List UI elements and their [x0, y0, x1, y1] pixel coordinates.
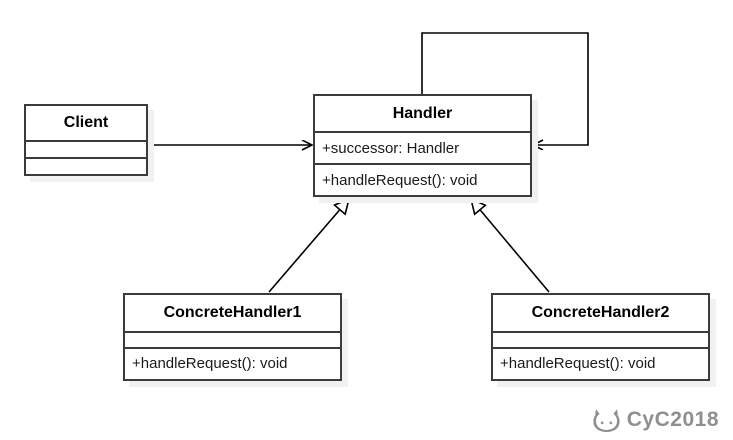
- handler-operation-handle-request: +handleRequest(): void: [315, 163, 530, 195]
- concrete-handler-2-operation-handle-request: +handleRequest(): void: [493, 347, 708, 377]
- client-class-name: Client: [26, 106, 146, 140]
- concrete-handler-2-attributes-compartment: [493, 331, 708, 347]
- concrete-handler-1-class-name: ConcreteHandler1: [125, 295, 340, 331]
- handler-class-box[interactable]: Handler +successor: Handler +handleReque…: [313, 94, 532, 197]
- watermark: CyC2018: [593, 408, 719, 432]
- concrete-handler-2-class-box[interactable]: ConcreteHandler2 +handleRequest(): void: [491, 293, 710, 381]
- client-operations-compartment: [26, 157, 146, 174]
- handler-attribute-successor: +successor: Handler: [315, 131, 530, 163]
- concrete-handler-1-operation-handle-request: +handleRequest(): void: [125, 347, 340, 377]
- client-class-box[interactable]: Client: [24, 104, 148, 176]
- edge-concrete-handler-2-generalization: [471, 199, 550, 293]
- concrete-handler-1-attributes-compartment: [125, 331, 340, 347]
- handler-class-name: Handler: [315, 96, 530, 131]
- octocat-icon: [593, 408, 620, 432]
- client-attributes-compartment: [26, 140, 146, 157]
- concrete-handler-1-class-box[interactable]: ConcreteHandler1 +handleRequest(): void: [123, 293, 342, 381]
- watermark-label: CyC2018: [626, 408, 719, 431]
- concrete-handler-2-class-name: ConcreteHandler2: [493, 295, 708, 331]
- edge-concrete-handler-1-generalization: [268, 199, 349, 293]
